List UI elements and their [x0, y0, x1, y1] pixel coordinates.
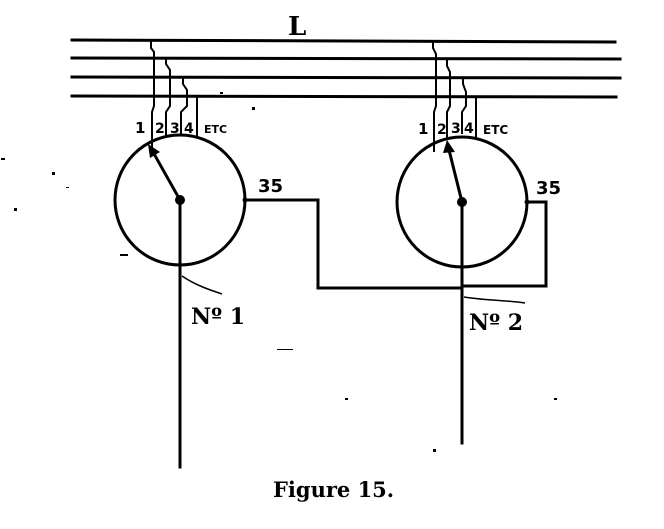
switch-arm [447, 148, 464, 204]
bus-line-4 [70, 94, 618, 99]
wire-switch2-35-to-lead [460, 200, 548, 288]
tap-2 [446, 59, 451, 138]
bus-lines [70, 38, 622, 99]
tap-1 [150, 41, 155, 150]
line-label: L [288, 12, 306, 42]
contact-label-1: 1 [418, 120, 428, 138]
contact-label-4: 4 [184, 121, 194, 137]
contact-label-2: 2 [155, 121, 165, 137]
bus-line-1 [70, 38, 617, 44]
switch-1-taps [150, 41, 198, 150]
arm-tip-arrow [443, 140, 455, 153]
switch-2-designation: Nº 2 [469, 310, 523, 336]
etc-label: ETC [204, 123, 227, 136]
tap-2 [165, 59, 171, 138]
interconnect-wires [243, 198, 548, 290]
terminal-35-label: 35 [258, 176, 283, 197]
contact-label-4: 4 [464, 121, 474, 137]
tap-3 [461, 78, 467, 134]
tap-3 [180, 78, 188, 134]
terminal-35-label: 35 [536, 178, 561, 199]
switch-1-designation: Nº 1 [191, 304, 245, 330]
switch-2: 1 2 3 4 ETC 35 Nº 2 [395, 42, 561, 445]
scan-specks [1, 92, 557, 452]
wire-switch1-35-to-switch2-lead [243, 198, 464, 290]
switch-1: 1 2 3 4 ETC 35 Nº 1 [113, 41, 283, 469]
arm-tip-arrow [148, 144, 160, 158]
figure-caption: Figure 15. [273, 477, 394, 502]
designation-pointer [181, 275, 223, 295]
etc-label: ETC [483, 123, 508, 137]
contact-label-3: 3 [451, 121, 461, 137]
contact-label-1: 1 [135, 119, 145, 137]
contact-label-2: 2 [437, 122, 447, 138]
switch-arm [150, 149, 183, 203]
bus-line-3 [70, 75, 622, 80]
contact-label-3: 3 [170, 121, 180, 137]
bus-line-2 [70, 56, 622, 61]
switch-2-taps [432, 42, 477, 152]
tap-1 [432, 42, 437, 152]
designation-pointer [463, 296, 526, 304]
